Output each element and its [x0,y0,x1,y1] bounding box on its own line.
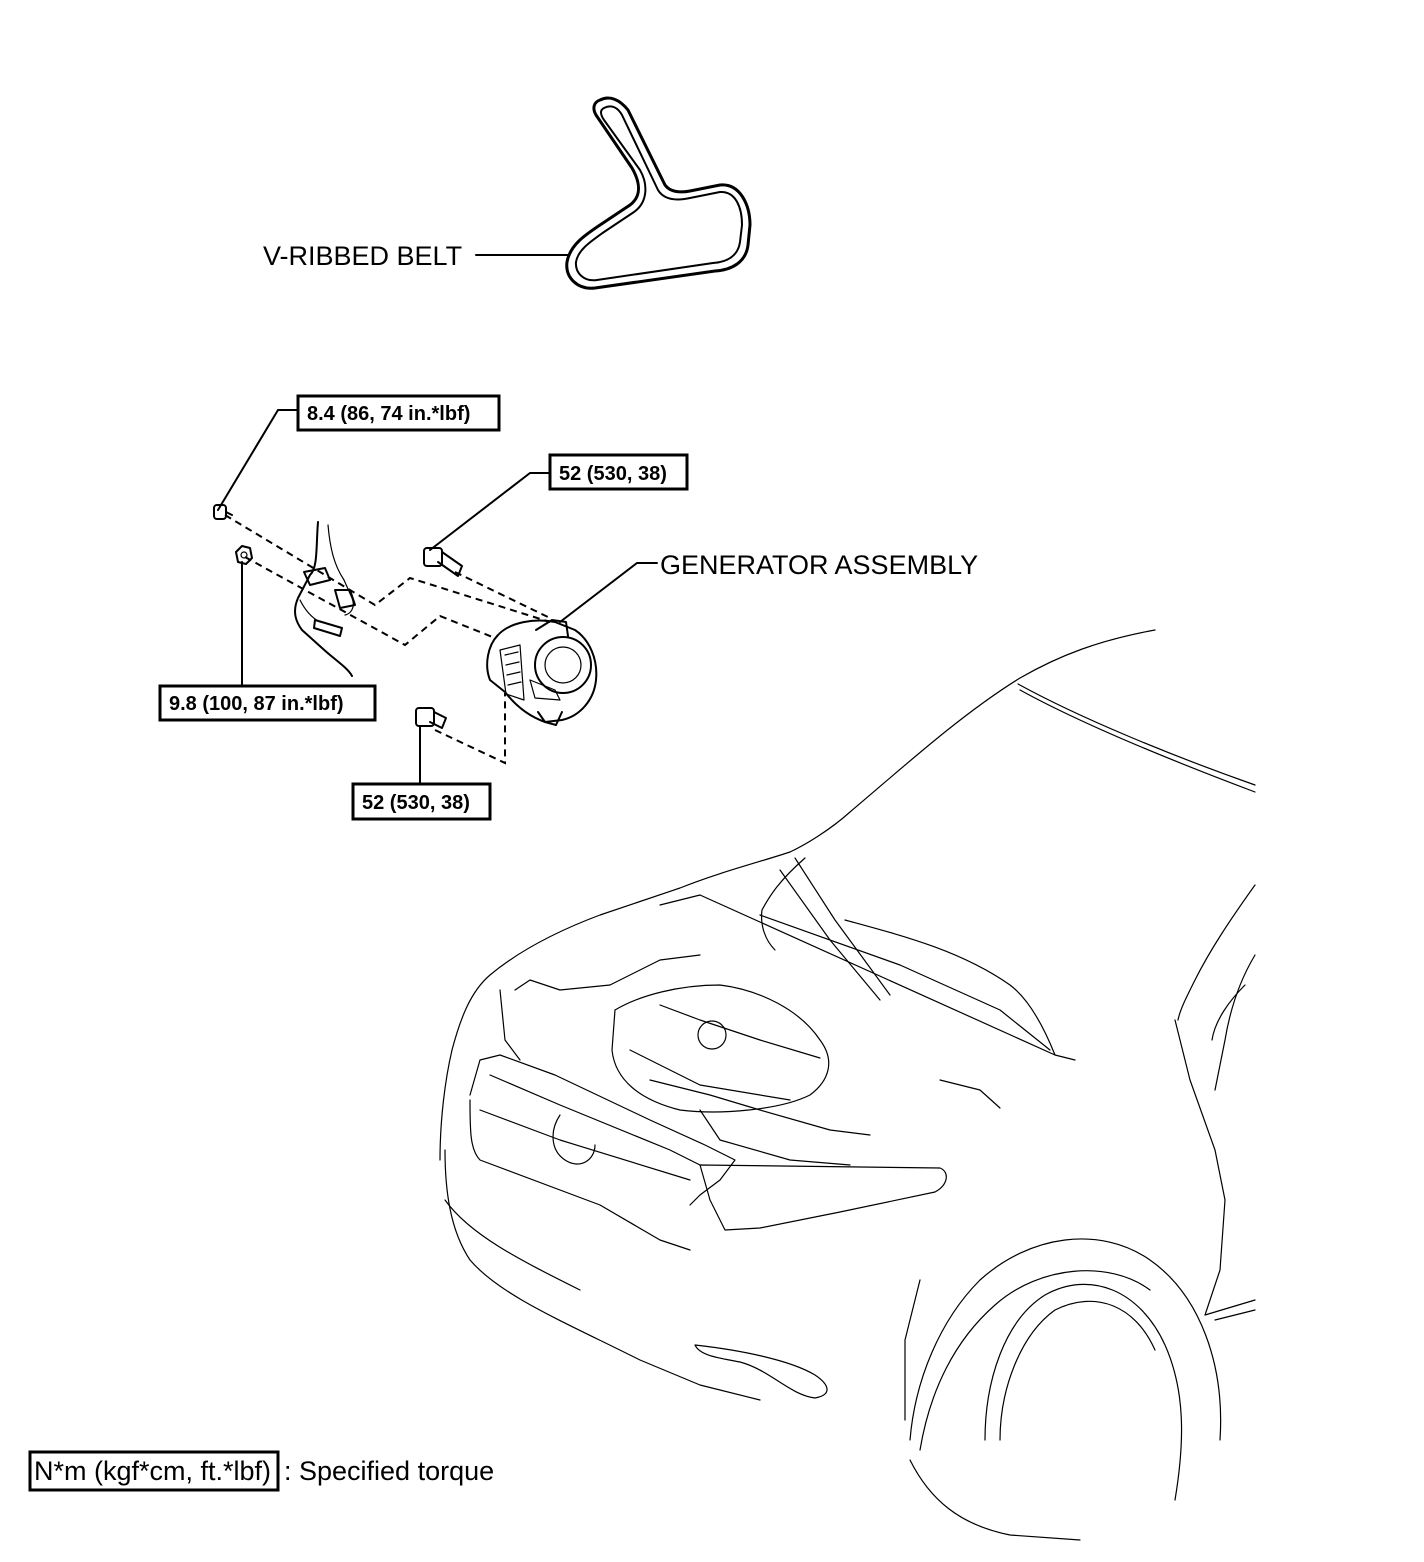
lower-mounting-bolt [415,707,447,729]
torque-value: 52 (530, 38) [559,463,667,485]
torque-value: 9.8 (100, 87 in.*lbf) [169,693,344,715]
legend-description: : Specified torque [284,1456,494,1486]
legend-unit-box: N*m (kgf*cm, ft.*lbf) [34,1456,271,1486]
torque-callout-upper-bolt: 52 (530, 38) [429,453,689,551]
generator-callout: GENERATOR ASSEMBLY [559,550,978,623]
torque-callout-lower-bolt: 52 (530, 38) [351,725,492,821]
belt-label: V-RIBBED BELT [263,241,462,271]
terminal-nut [235,545,253,565]
torque-value: 52 (530, 38) [362,792,470,814]
torque-value: 8.4 (86, 74 in.*lbf) [307,403,470,425]
wire-harness [294,521,356,677]
torque-callout-nut: 9.8 (100, 87 in.*lbf) [158,561,377,722]
vehicle-front-illustration [439,629,1256,1541]
v-ribbed-belt-illustration: V-RIBBED BELT [263,96,752,290]
torque-legend: N*m (kgf*cm, ft.*lbf) : Specified torque [28,1450,494,1492]
generator-illustration [486,619,598,726]
assembly-dashed-lines [224,514,551,765]
torque-callout-top-bolt: 8.4 (86, 74 in.*lbf) [217,394,501,511]
generator-label: GENERATOR ASSEMBLY [660,550,978,580]
